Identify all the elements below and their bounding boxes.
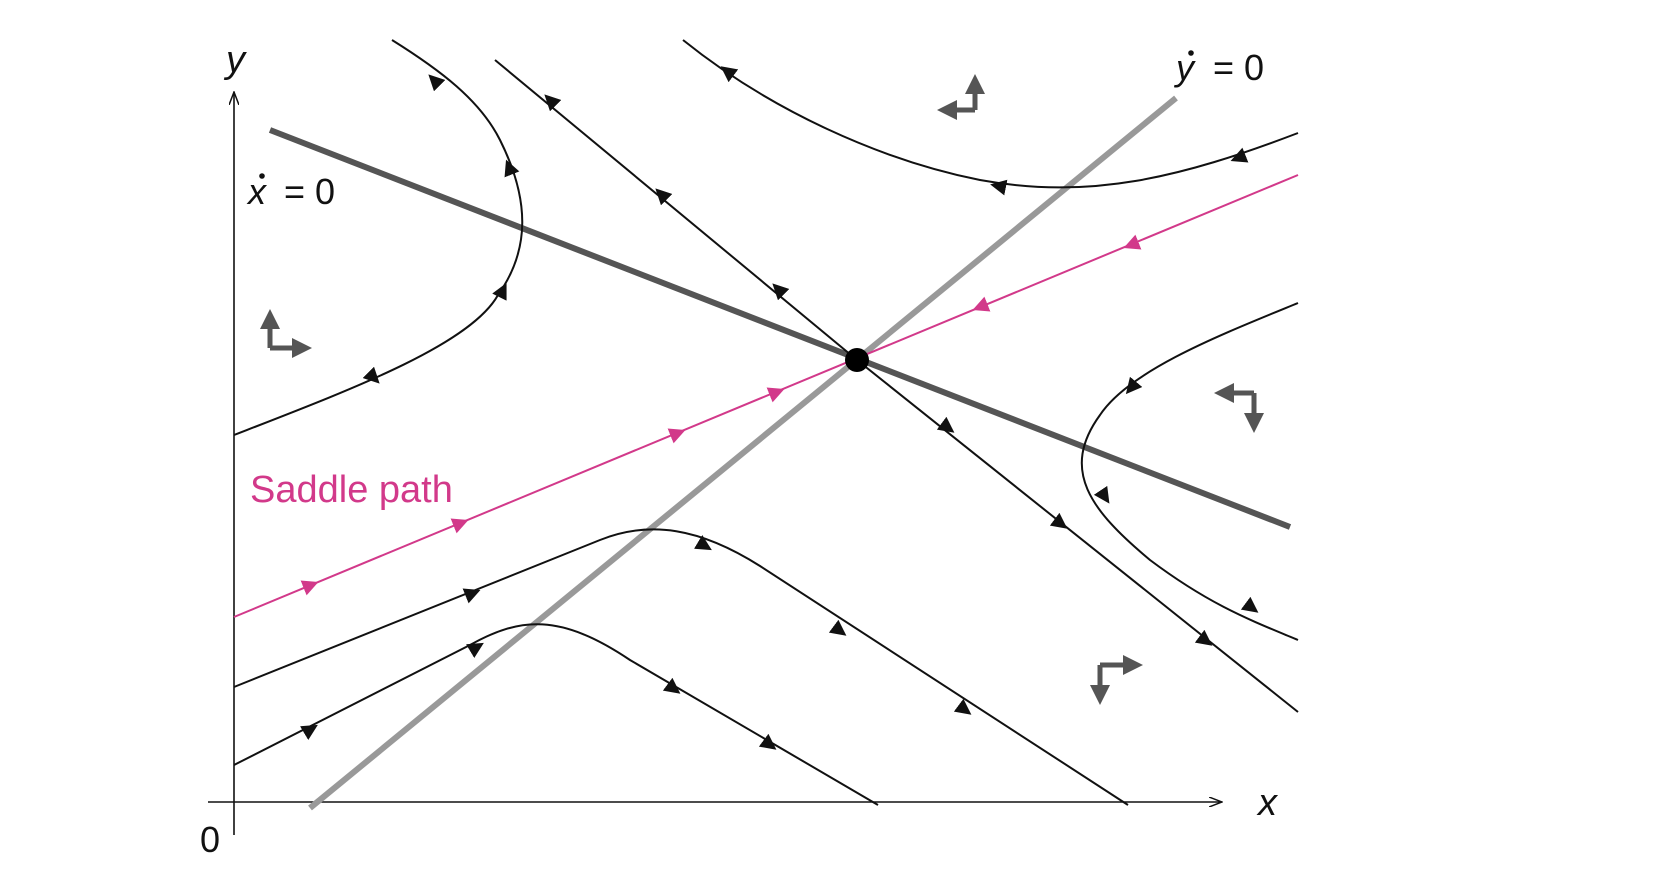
trajectory-top-right	[682, 39, 1299, 189]
trajectory-lower-2	[233, 623, 879, 806]
direction-arrow-down-right	[1090, 655, 1143, 705]
x-dot-derivative-dot	[259, 173, 265, 179]
arrowhead	[828, 619, 847, 636]
arrowhead	[544, 94, 562, 112]
trajectory-stable-arm-lower	[856, 359, 1299, 713]
y-dot-derivative-dot	[1188, 50, 1194, 56]
arrowhead	[1230, 147, 1249, 163]
saddle-path-label: Saddle path	[250, 469, 453, 511]
equilibrium-point	[845, 348, 869, 372]
axes	[208, 92, 1222, 835]
direction-indicators	[260, 74, 1264, 705]
arrowhead	[466, 642, 484, 658]
saddle-path-line	[233, 174, 1299, 618]
saddle-path	[233, 174, 1299, 618]
direction-arrow-up-right	[260, 309, 312, 358]
arrowhead	[300, 724, 318, 740]
y-dot-symbol: y	[1173, 47, 1196, 88]
trajectory-right-arc	[1080, 302, 1299, 641]
arrowhead	[936, 416, 955, 433]
trajectories	[233, 39, 1299, 806]
arrowhead	[990, 179, 1008, 196]
x-dot-nullcline-label: x = 0	[246, 171, 335, 212]
y-dot-equals-zero: = 0	[1213, 47, 1264, 88]
x-dot-nullcline	[268, 127, 1292, 530]
arrowhead	[504, 159, 520, 178]
arrowhead	[953, 698, 972, 715]
trajectory-stable-arm-upper	[494, 59, 858, 361]
trajectory-top-left-arc	[233, 39, 524, 436]
trajectory-arrowheads	[300, 66, 1259, 750]
x-axis-label: x	[1256, 782, 1279, 824]
y-dot-nullcline-label: y = 0	[1173, 47, 1264, 88]
arrowhead	[1240, 596, 1259, 613]
x-dot-equals-zero: = 0	[284, 171, 335, 212]
origin-label: 0	[200, 819, 220, 860]
trajectory-lower-1	[233, 528, 1129, 806]
arrowhead	[1093, 485, 1110, 504]
x-dot-symbol: x	[246, 171, 268, 212]
y-dot-nullcline	[308, 95, 1178, 811]
direction-arrow-down-left	[1214, 383, 1264, 433]
arrowhead	[694, 535, 712, 551]
labels: y x 0 x = 0 y = 0 Saddle path	[200, 39, 1279, 860]
y-axis-label: y	[223, 39, 247, 81]
direction-arrow-up-left	[937, 74, 985, 120]
arrowhead	[772, 283, 790, 301]
arrowhead	[428, 74, 446, 92]
